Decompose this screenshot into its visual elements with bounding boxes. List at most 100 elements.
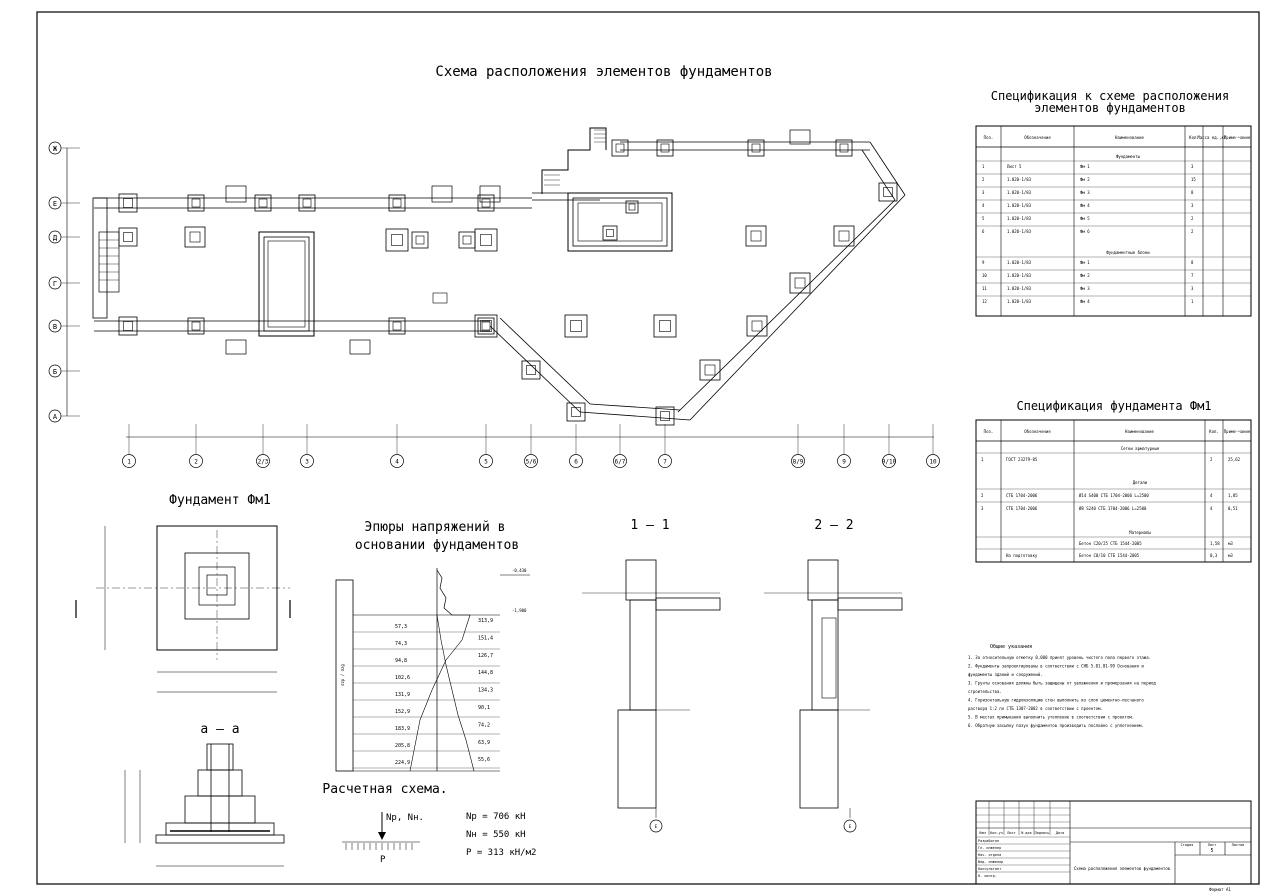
load-nn: Nн = 550 кН bbox=[466, 830, 526, 840]
stamp-label: Лист bbox=[1007, 831, 1015, 835]
spec2-col-header: Приме-чание bbox=[1224, 429, 1251, 434]
spec2-cell: 1,85 bbox=[1228, 493, 1238, 498]
spec1-cell: Фм 2 bbox=[1080, 273, 1090, 278]
stamp-role: Гл. инженер bbox=[978, 846, 1001, 850]
spec2-cell: ГОСТ 23279-85 bbox=[1006, 457, 1038, 462]
spec1-cell: 12 bbox=[982, 299, 987, 304]
footing bbox=[746, 315, 768, 337]
fm1-plan: Фундамент Фм1 bbox=[75, 493, 291, 693]
svg-text:σzp / σzg: σzp / σzg bbox=[340, 664, 345, 686]
stress-left-value: 74,3 bbox=[395, 641, 407, 647]
wall-block bbox=[225, 185, 247, 203]
stamp-sheet-no: 5 bbox=[1210, 848, 1213, 854]
spec1-cell: Фм 2 bbox=[1080, 177, 1090, 182]
note-line: 2. Фундаменты запроектированы в соответс… bbox=[968, 664, 1144, 669]
stress-title-2: основании фундаментов bbox=[355, 538, 519, 553]
footing bbox=[878, 182, 898, 202]
calc-scheme: Расчетная схема. Np, Nн. P Np = 706 кН N… bbox=[322, 782, 536, 865]
stamp-label: Изм bbox=[979, 831, 986, 835]
spec2-cell: м3 bbox=[1228, 541, 1233, 546]
spec2-section-1: Сетки арматурные bbox=[1121, 446, 1160, 451]
stress-right-value: 74,2 bbox=[478, 722, 490, 728]
axis-number-label: 9 bbox=[842, 459, 846, 466]
spec-table-2: Спецификация фундамента Фм1 Поз.Обозначе… bbox=[975, 399, 1252, 563]
axis-number-label: 5 bbox=[484, 459, 488, 466]
axis-bubble bbox=[658, 454, 672, 468]
spec2-cell: 4 bbox=[1210, 493, 1213, 498]
stress-right-value: 134,3 bbox=[478, 688, 493, 694]
spec1-cell: 2 bbox=[982, 177, 985, 182]
spec1-cell: 8 bbox=[1191, 190, 1194, 195]
spec1-cell: 7 bbox=[1191, 273, 1194, 278]
wall-block bbox=[789, 129, 811, 145]
spec1-title-2: элементов фундаментов bbox=[1034, 101, 1186, 115]
spec2-col-header: Наименование bbox=[1125, 429, 1154, 434]
footing bbox=[699, 359, 721, 381]
axis-bubble bbox=[569, 454, 583, 468]
footing bbox=[745, 225, 767, 247]
stamp-label: Кол.уч bbox=[990, 831, 1003, 835]
footing bbox=[254, 194, 272, 212]
spec1-cell: 3 bbox=[982, 190, 985, 195]
footing bbox=[521, 360, 541, 380]
svg-text:Е: Е bbox=[655, 824, 658, 829]
spec1-cell: 1.020-1/83 bbox=[1007, 273, 1032, 278]
stamp-format: Формат А1 bbox=[1209, 887, 1231, 892]
axis-letter-label: А bbox=[53, 413, 58, 421]
section-2-2: 2 – 2 Е bbox=[764, 518, 903, 833]
note-line: 5. В местах примыкания выполнить утеплен… bbox=[968, 715, 1134, 720]
spec2-cell: СТБ 1704-2006 bbox=[1006, 493, 1038, 498]
footing bbox=[187, 317, 205, 335]
footing bbox=[474, 314, 498, 338]
axis-letter-label: Б bbox=[53, 368, 57, 376]
axis-letter-label: Е bbox=[53, 200, 57, 208]
axis-bubble bbox=[256, 454, 270, 468]
axis-number-label: 2/3 bbox=[258, 459, 269, 466]
load-np: Np = 706 кН bbox=[466, 812, 526, 822]
stamp-stage-label: Лист bbox=[1208, 843, 1216, 847]
axis-letter-label: Г bbox=[53, 280, 57, 288]
footing bbox=[385, 228, 409, 252]
stamp-role: Консультант bbox=[978, 867, 1001, 871]
spec2-cell: Бетон С20/25 СТБ 1544-2005 bbox=[1079, 541, 1142, 546]
axis-number-label: 4 bbox=[395, 459, 399, 466]
stress-left-value: 224,9 bbox=[395, 760, 410, 766]
footing bbox=[655, 406, 675, 426]
svg-text:-0,430: -0,430 bbox=[512, 568, 527, 573]
axis-number-label: 2 bbox=[194, 459, 198, 466]
spec1-col-header: Приме-чание bbox=[1224, 135, 1251, 140]
foundation-plan: Схема расположения элементов фундаментов… bbox=[48, 64, 940, 468]
spec1-cell: 8 bbox=[1191, 260, 1194, 265]
stress-diagram: Эпюры напряжений в основании фундаментов… bbox=[335, 520, 530, 772]
fm1-title: Фундамент Фм1 bbox=[169, 493, 271, 508]
axis-number-label: 1 bbox=[127, 459, 131, 466]
spec2-cell: 4 bbox=[1210, 506, 1213, 511]
footing bbox=[388, 317, 406, 335]
axis-bubble bbox=[882, 454, 896, 468]
spec1-cell: 4 bbox=[982, 203, 985, 208]
axis-bubble bbox=[479, 454, 493, 468]
sheet-frame bbox=[36, 11, 1260, 885]
spec1-cell: 9 bbox=[982, 260, 985, 265]
axis-bubble bbox=[926, 454, 940, 468]
axis-number-label: 7 bbox=[663, 459, 667, 466]
stress-left-value: 102,6 bbox=[395, 675, 410, 681]
plan-title: Схема расположения элементов фундаментов bbox=[435, 64, 772, 80]
stress-left-value: 152,9 bbox=[395, 709, 410, 715]
svg-text:-1,900: -1,900 bbox=[512, 608, 527, 613]
footing bbox=[564, 314, 588, 338]
note-line: 1. За относительную отметку 0,000 принят… bbox=[968, 655, 1151, 660]
spec2-col-header: Поз. bbox=[984, 429, 994, 434]
spec1-cell: 1.020-1/83 bbox=[1007, 286, 1032, 291]
spec1-cell: 1.020-1/83 bbox=[1007, 229, 1032, 234]
footing bbox=[566, 402, 586, 422]
axis-letter-label: Ж bbox=[53, 145, 58, 153]
footing bbox=[411, 231, 429, 249]
axis-number-label: 9/10 bbox=[882, 459, 897, 466]
spec1-cell: 1.020-1/83 bbox=[1007, 216, 1032, 221]
stamp-role: Нач. отдела bbox=[978, 853, 1001, 857]
stress-left-value: 205,8 bbox=[395, 743, 410, 749]
general-notes: Общие указания 1. За относительную отмет… bbox=[968, 643, 1156, 728]
